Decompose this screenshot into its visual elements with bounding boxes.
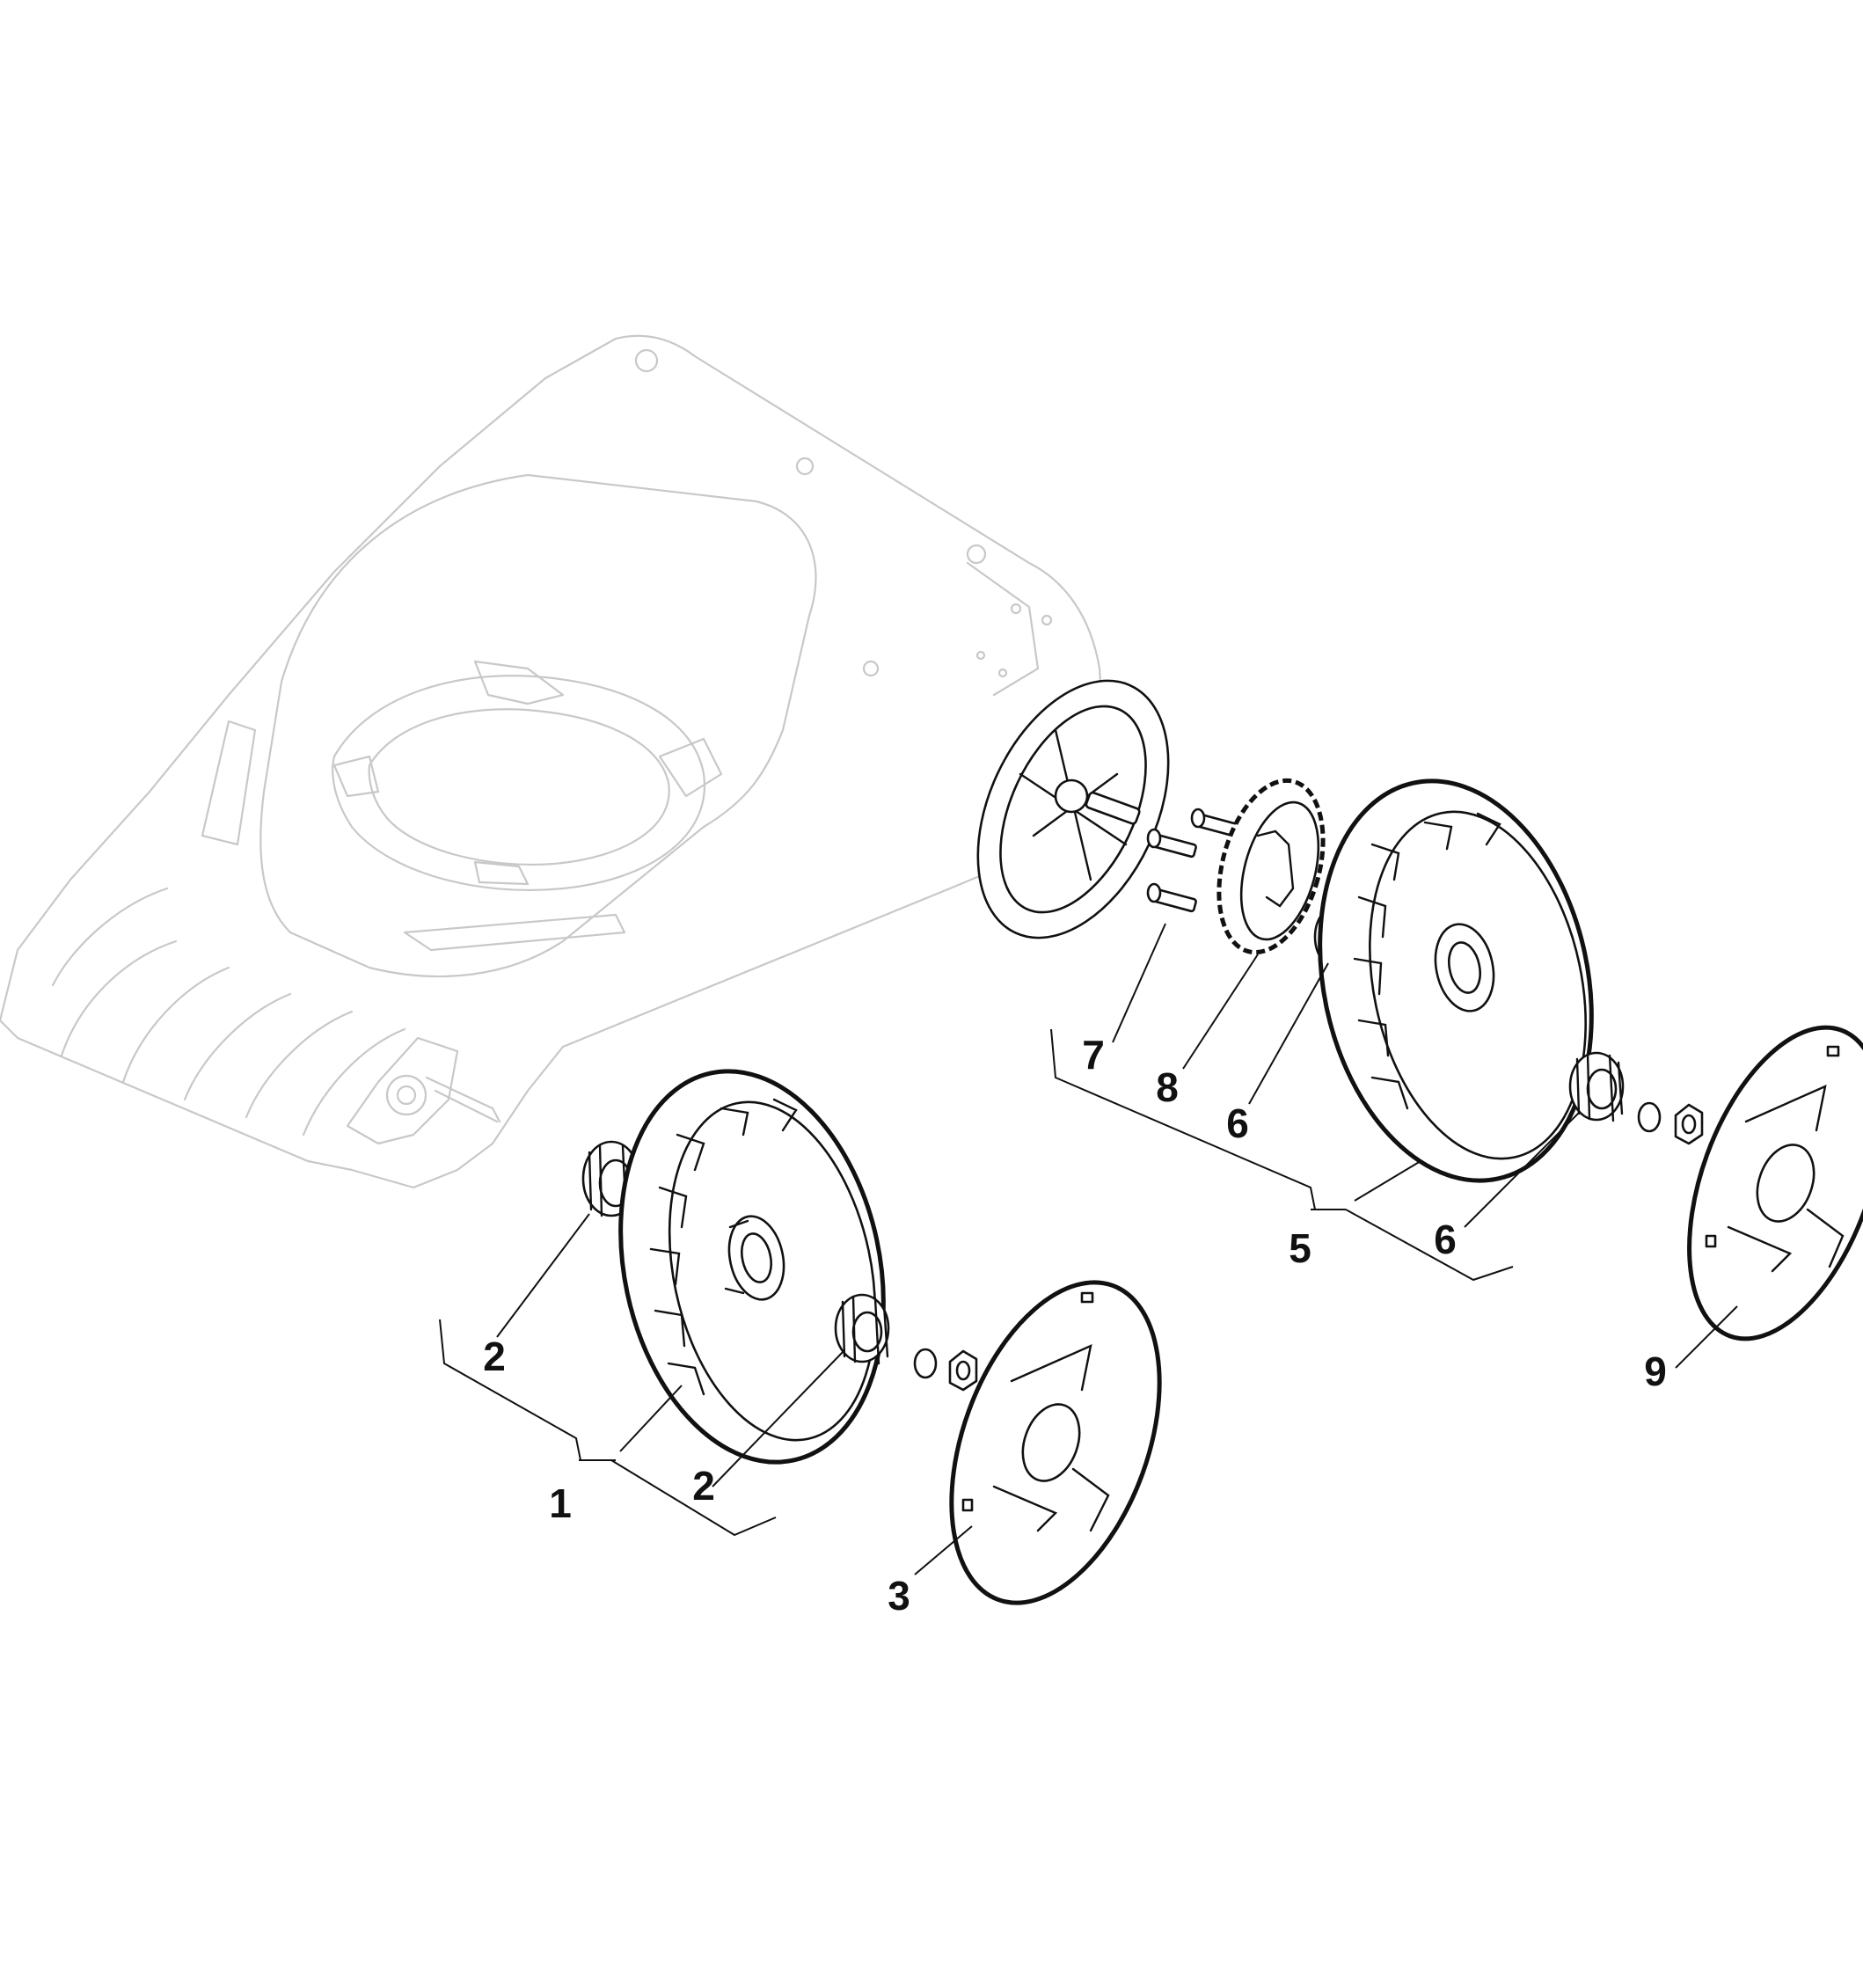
wheel-5: [1318, 778, 1594, 1183]
front-wheel-assembly: [581, 1069, 1162, 1605]
wheel-1: [618, 1069, 886, 1465]
washer-rear: [1637, 1101, 1662, 1133]
callout-2-outer: 2: [692, 1463, 715, 1509]
washer-front: [913, 1348, 938, 1379]
mower-deck: [0, 334, 1170, 1189]
callout-5: 5: [1289, 1225, 1311, 1271]
callout-9: 9: [1644, 1348, 1667, 1394]
hub-cap-9: [1687, 1025, 1863, 1341]
hub-cap-3: [949, 1280, 1162, 1605]
callout-7: 7: [1082, 1032, 1105, 1078]
callout-1: 1: [549, 1480, 572, 1526]
gear-8: [1216, 778, 1326, 955]
callout-8: 8: [1156, 1064, 1179, 1110]
nut-rear: [1674, 1103, 1704, 1145]
rear-wheel-assembly: [1146, 778, 1863, 1341]
callout-6-outer: 6: [1434, 1217, 1457, 1262]
callout-3: 3: [888, 1573, 910, 1619]
bolts-7: [1146, 808, 1241, 913]
callout-2-inner: 2: [483, 1334, 506, 1379]
bearing-6-outer: [1568, 1051, 1625, 1122]
callout-6-inner: 6: [1226, 1100, 1249, 1146]
nut-front: [948, 1349, 978, 1392]
callout-labels: 2 1 2 3 7 8 6 5 6 9: [483, 1032, 1667, 1619]
leader-lines: [439, 923, 1738, 1575]
bearing-2-outer: [834, 1293, 890, 1365]
